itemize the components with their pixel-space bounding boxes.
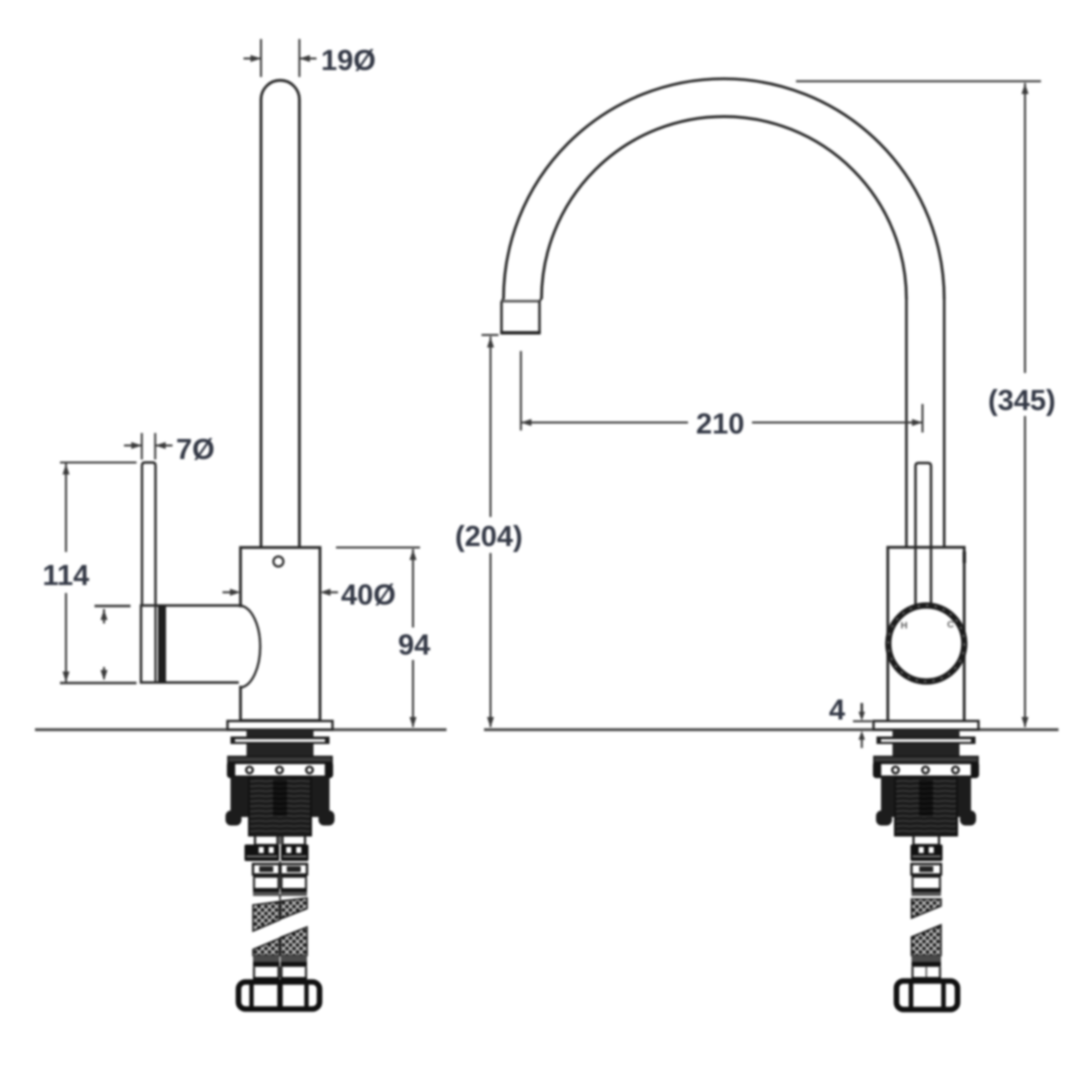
svg-text:40Ø: 40Ø — [341, 580, 396, 612]
svg-text:7Ø: 7Ø — [176, 434, 215, 466]
svg-text:H: H — [901, 621, 908, 632]
svg-text:4: 4 — [829, 695, 845, 727]
svg-text:(345): (345) — [988, 385, 1056, 417]
svg-text:C: C — [947, 620, 954, 631]
svg-text:114: 114 — [43, 560, 90, 592]
svg-text:94: 94 — [398, 630, 430, 662]
svg-text:19Ø: 19Ø — [321, 45, 376, 77]
svg-text:(204): (204) — [455, 521, 523, 553]
svg-text:210: 210 — [696, 409, 744, 441]
